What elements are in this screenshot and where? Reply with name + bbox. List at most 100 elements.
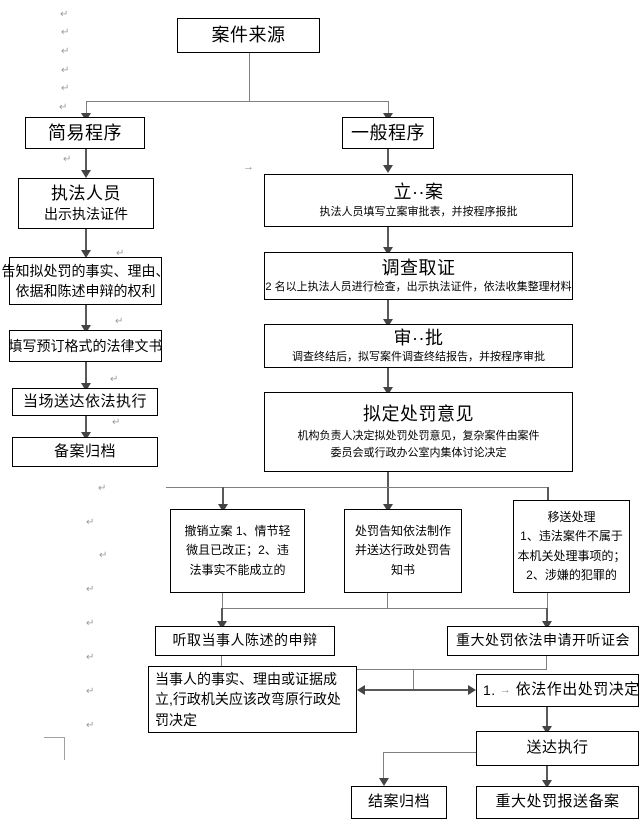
node-transfer-handling-line2: 1、违法案件不属于 bbox=[520, 529, 623, 544]
node-inform-party[interactable]: 告知拟处罚的事实、理由、 依据和陈述申辩的权利 bbox=[2, 257, 170, 305]
node-investigation-sub: 2 名以上执法人员进行检查，出示执法证件，依法收集整理材料 bbox=[265, 281, 572, 293]
pilcrow-mark: ↵ bbox=[98, 483, 107, 494]
connector-decision-to-delivery bbox=[546, 707, 548, 731]
pilcrow-mark: ↵ bbox=[86, 720, 95, 731]
node-law-officer-line2: 出示执法证件 bbox=[44, 205, 128, 222]
node-serve-onsite-line1: 当场送达依法执行 bbox=[22, 392, 147, 410]
node-revoke-filing-line1: 撤销立案 1、情节轻 bbox=[184, 524, 291, 539]
arrowhead-investigate bbox=[383, 247, 393, 255]
arrowhead-filldoc bbox=[81, 325, 91, 333]
node-draft-penalty-opinion[interactable]: 拟定处罚意见 机构负责人决定拟处罚处罚意见，复杂案件由案件 委员会或行政办公室内… bbox=[264, 392, 573, 472]
node-party-evidence-valid-line2: 立,行政机关应该改弯原行政处 bbox=[155, 691, 341, 708]
arrowhead-revoke bbox=[218, 504, 228, 512]
node-draft-penalty-opinion-title: 拟定处罚意见 bbox=[363, 403, 474, 424]
node-draft-penalty-opinion-sub2: 委员会或行政办公室内集体讨论决定 bbox=[330, 446, 507, 459]
connector-source-split bbox=[86, 101, 388, 102]
node-simple-procedure[interactable]: 简易程序 bbox=[25, 117, 145, 149]
arrowhead-approval bbox=[383, 319, 393, 327]
connector-investigate-to-approval bbox=[387, 300, 389, 324]
node-fill-legal-doc[interactable]: 填写预订格式的法律文书 bbox=[8, 330, 163, 362]
arrowhead-notice bbox=[383, 504, 393, 512]
node-party-evidence-valid-line3: 罚决定 bbox=[155, 711, 197, 728]
node-revoke-filing[interactable]: 撤销立案 1、情节轻 微且已改正；2、违 法事实不能成立的 bbox=[170, 509, 305, 593]
node-general-procedure[interactable]: 一般程序 bbox=[342, 117, 434, 149]
node-approval[interactable]: 审··批 调查终结后，拟写案件调查终结报告，并按程序审批 bbox=[264, 324, 573, 368]
pilcrow-mark: ↵ bbox=[86, 517, 95, 528]
node-major-penalty-record[interactable]: 重大处罚报送备案 bbox=[476, 786, 639, 819]
pilcrow-mark: ↵ bbox=[86, 584, 95, 595]
pilcrow-mark: ↵ bbox=[110, 374, 119, 385]
pilcrow-mark: ↵ bbox=[61, 27, 70, 38]
arrowhead-inform bbox=[81, 250, 91, 258]
connector-transfer-down bbox=[547, 593, 548, 609]
node-penalty-notice-line2: 并送达行政处罚告 bbox=[354, 543, 451, 558]
node-inform-party-line2: 依据和陈述申辩的权利 bbox=[15, 283, 156, 299]
connector-lower-merge-bar bbox=[221, 669, 547, 670]
node-transfer-handling-line4: 2、涉嫌的犯罪的 bbox=[526, 567, 617, 582]
node-case-filing[interactable]: 立··案 执法人员填写立案审批表，并按程序报批 bbox=[264, 174, 573, 227]
node-make-penalty-decision[interactable]: 1. → 依法作出处罚决定 bbox=[476, 674, 639, 707]
arrowhead-hear bbox=[217, 621, 227, 629]
node-delivery-execution-line1: 送达执行 bbox=[526, 739, 589, 757]
tab-arrow-icon: → bbox=[499, 684, 511, 696]
node-hear-statement[interactable]: 听取当事人陈述的申辩 bbox=[155, 626, 335, 656]
node-revoke-filing-line3: 法事实不能成立的 bbox=[189, 562, 286, 577]
node-party-evidence-valid[interactable]: 当事人的事实、理由或证据成 立,行政机关应该改弯原行政处 罚决定 bbox=[148, 666, 357, 733]
connector-bidirectional bbox=[364, 689, 474, 691]
node-serve-onsite[interactable]: 当场送达依法执行 bbox=[12, 388, 158, 416]
connector-to-revoke bbox=[222, 487, 224, 509]
pilcrow-mark: ↵ bbox=[61, 65, 70, 76]
connector-to-general bbox=[388, 101, 389, 117]
node-close-case-archive[interactable]: 结案归档 bbox=[351, 786, 447, 819]
connector-center-drop bbox=[413, 669, 414, 690]
node-archive-left-line1: 备案归档 bbox=[53, 442, 116, 460]
node-revoke-filing-line2: 微且已改正；2、违 bbox=[186, 543, 289, 558]
node-general-procedure-title: 一般程序 bbox=[351, 122, 425, 143]
node-law-officer-title: 执法人员 bbox=[51, 183, 121, 203]
node-make-penalty-decision-prefix: 1. bbox=[483, 681, 496, 698]
node-law-officer[interactable]: 执法人员 出示执法证件 bbox=[18, 178, 154, 229]
node-transfer-handling[interactable]: 移送处理 1、违法案件不属于 本机关处理事项的； 2、涉嫌的犯罪的 bbox=[513, 500, 630, 593]
arrowhead-archive bbox=[81, 432, 91, 440]
connector-hear-down bbox=[221, 656, 222, 670]
pilcrow-mark: ↵ bbox=[86, 686, 95, 697]
node-case-source[interactable]: 案件来源 bbox=[177, 18, 320, 53]
connector-to-hear bbox=[221, 608, 223, 626]
node-approval-title: 审··批 bbox=[393, 327, 444, 348]
node-penalty-notice-line1: 处罚告知依法制作 bbox=[354, 524, 451, 539]
pilcrow-mark: ↵ bbox=[63, 154, 72, 165]
node-investigation[interactable]: 调查取证 2 名以上执法人员进行检查，出示执法证件，依法收集整理材料 bbox=[264, 252, 573, 300]
connector-to-hearing-request bbox=[546, 608, 548, 626]
arrowhead-officer bbox=[81, 170, 91, 178]
pilcrow-mark: ↵ bbox=[61, 83, 70, 94]
connector-serve-to-archive bbox=[85, 415, 87, 437]
arrowhead-to-decision bbox=[468, 685, 476, 695]
node-penalty-notice[interactable]: 处罚告知依法制作 并送达行政处罚告 知书 bbox=[344, 509, 462, 593]
pilcrow-mark: ↵ bbox=[61, 46, 70, 57]
node-transfer-handling-line3: 本机关处理事项的； bbox=[517, 548, 626, 563]
arrowhead-to-party-valid bbox=[357, 685, 365, 695]
arrowhead-draft bbox=[383, 387, 393, 395]
node-hearing-request[interactable]: 重大处罚依法申请开听证会 bbox=[447, 626, 639, 656]
node-fill-legal-doc-line1: 填写预订格式的法律文书 bbox=[8, 337, 163, 354]
connector-to-simple bbox=[86, 101, 87, 117]
arrowhead-serve bbox=[81, 383, 91, 391]
pilcrow-mark: ↵ bbox=[60, 9, 69, 20]
node-case-filing-sub: 执法人员填写立案审批表，并按程序报批 bbox=[319, 205, 518, 218]
node-archive-left[interactable]: 备案归档 bbox=[12, 437, 158, 467]
node-hear-statement-line1: 听取当事人陈述的申辩 bbox=[172, 632, 318, 649]
node-inform-party-line1: 告知拟处罚的事实、理由、 bbox=[1, 262, 170, 279]
node-delivery-execution[interactable]: 送达执行 bbox=[476, 731, 639, 766]
connector-general-to-filing bbox=[387, 148, 389, 170]
connector-delivery-to-record bbox=[546, 766, 548, 785]
connector-officer-to-inform bbox=[85, 229, 87, 255]
connector-revoke-down bbox=[222, 593, 223, 609]
arrowhead-hearing-request bbox=[542, 621, 552, 629]
pilcrow-mark: ↵ bbox=[116, 248, 125, 259]
node-case-source-title: 案件来源 bbox=[211, 25, 286, 46]
connector-to-transfer bbox=[547, 487, 549, 509]
arrowhead-close-case bbox=[379, 778, 389, 786]
tab-arrow-icon: → bbox=[243, 161, 254, 173]
connector-filldoc-to-serve bbox=[85, 362, 87, 388]
